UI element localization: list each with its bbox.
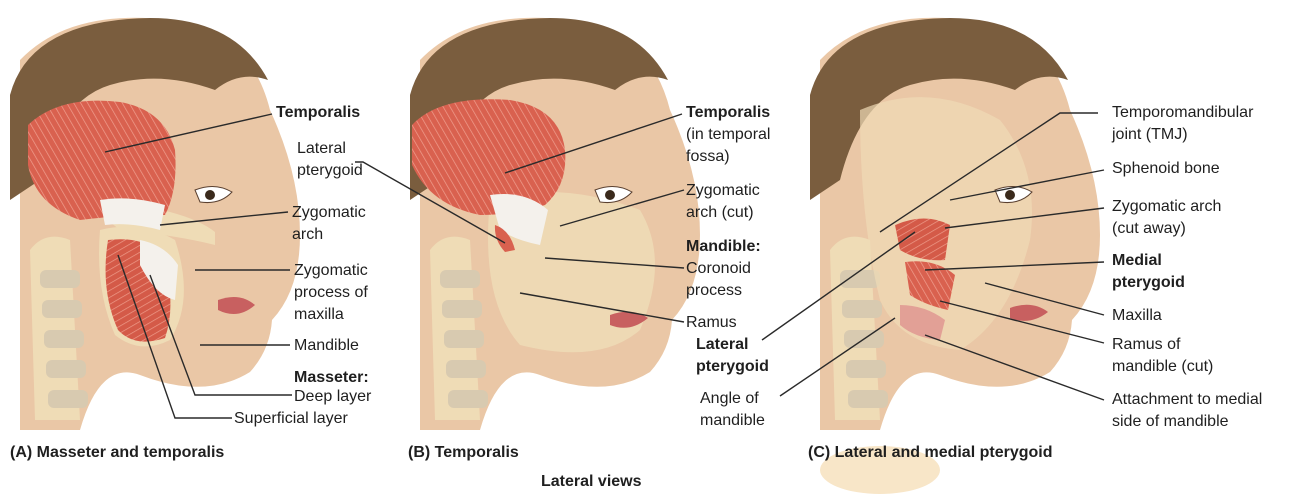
label-temporal-fossa-line1: (in temporal xyxy=(686,124,770,145)
label-ramus-b: Ramus xyxy=(686,312,737,333)
label-zygomatic-process-line3: maxilla xyxy=(294,304,344,325)
label-mandible-b: Mandible: xyxy=(686,236,761,257)
label-coronoid-line1: Coronoid xyxy=(686,258,751,279)
label-zygomatic-process-line1: Zygomatic xyxy=(294,260,368,281)
label-lateral-pterygoid-b-line1: Lateral xyxy=(696,334,748,355)
label-mandible-a: Mandible xyxy=(294,335,359,356)
label-ramus-c-line1: Ramus of xyxy=(1112,334,1180,355)
label-zygomatic-arch-a-line2: arch xyxy=(292,224,323,245)
label-zygomatic-arch-cut-line1: Zygomatic xyxy=(686,180,760,201)
label-temporalis-b: Temporalis xyxy=(686,102,770,123)
label-zygomatic-arch-cut-line2: arch (cut) xyxy=(686,202,754,223)
label-ramus-c-line2: mandible (cut) xyxy=(1112,356,1213,377)
label-lateral-pterygoid-a-line1: Lateral xyxy=(297,138,346,159)
figure-caption: Lateral views xyxy=(541,473,642,491)
caption-panel-a: (A) Masseter and temporalis xyxy=(10,444,224,462)
label-attachment-line2: side of mandible xyxy=(1112,411,1229,432)
label-tmj-line1: Temporomandibular xyxy=(1112,102,1253,123)
caption-panel-b: (B) Temporalis xyxy=(408,444,519,462)
label-zygomatic-arch-c-line1: Zygomatic arch xyxy=(1112,196,1221,217)
label-temporalis-a: Temporalis xyxy=(276,102,360,123)
label-superficial-layer: Superficial layer xyxy=(234,408,348,429)
label-lateral-pterygoid-b-line2: pterygoid xyxy=(696,356,769,377)
label-angle-line2: mandible xyxy=(700,410,765,431)
label-maxilla: Maxilla xyxy=(1112,305,1162,326)
label-lateral-pterygoid-a-line2: pterygoid xyxy=(297,160,363,181)
caption-panel-c: (C) Lateral and medial pterygoid xyxy=(808,444,1052,462)
label-attachment-line1: Attachment to medial xyxy=(1112,389,1262,410)
label-medial-pterygoid-line2: pterygoid xyxy=(1112,272,1185,293)
label-masseter: Masseter: xyxy=(294,367,369,388)
label-zygomatic-arch-c-line2: (cut away) xyxy=(1112,218,1186,239)
label-tmj-line2: joint (TMJ) xyxy=(1112,124,1188,145)
label-medial-pterygoid-line1: Medial xyxy=(1112,250,1162,271)
label-coronoid-line2: process xyxy=(686,280,742,301)
label-zygomatic-process-line2: process of xyxy=(294,282,368,303)
label-angle-line1: Angle of xyxy=(700,388,759,409)
label-zygomatic-arch-a-line1: Zygomatic xyxy=(292,202,366,223)
label-sphenoid: Sphenoid bone xyxy=(1112,158,1220,179)
label-deep-layer: Deep layer xyxy=(294,386,371,407)
label-temporal-fossa-line2: fossa) xyxy=(686,146,730,167)
